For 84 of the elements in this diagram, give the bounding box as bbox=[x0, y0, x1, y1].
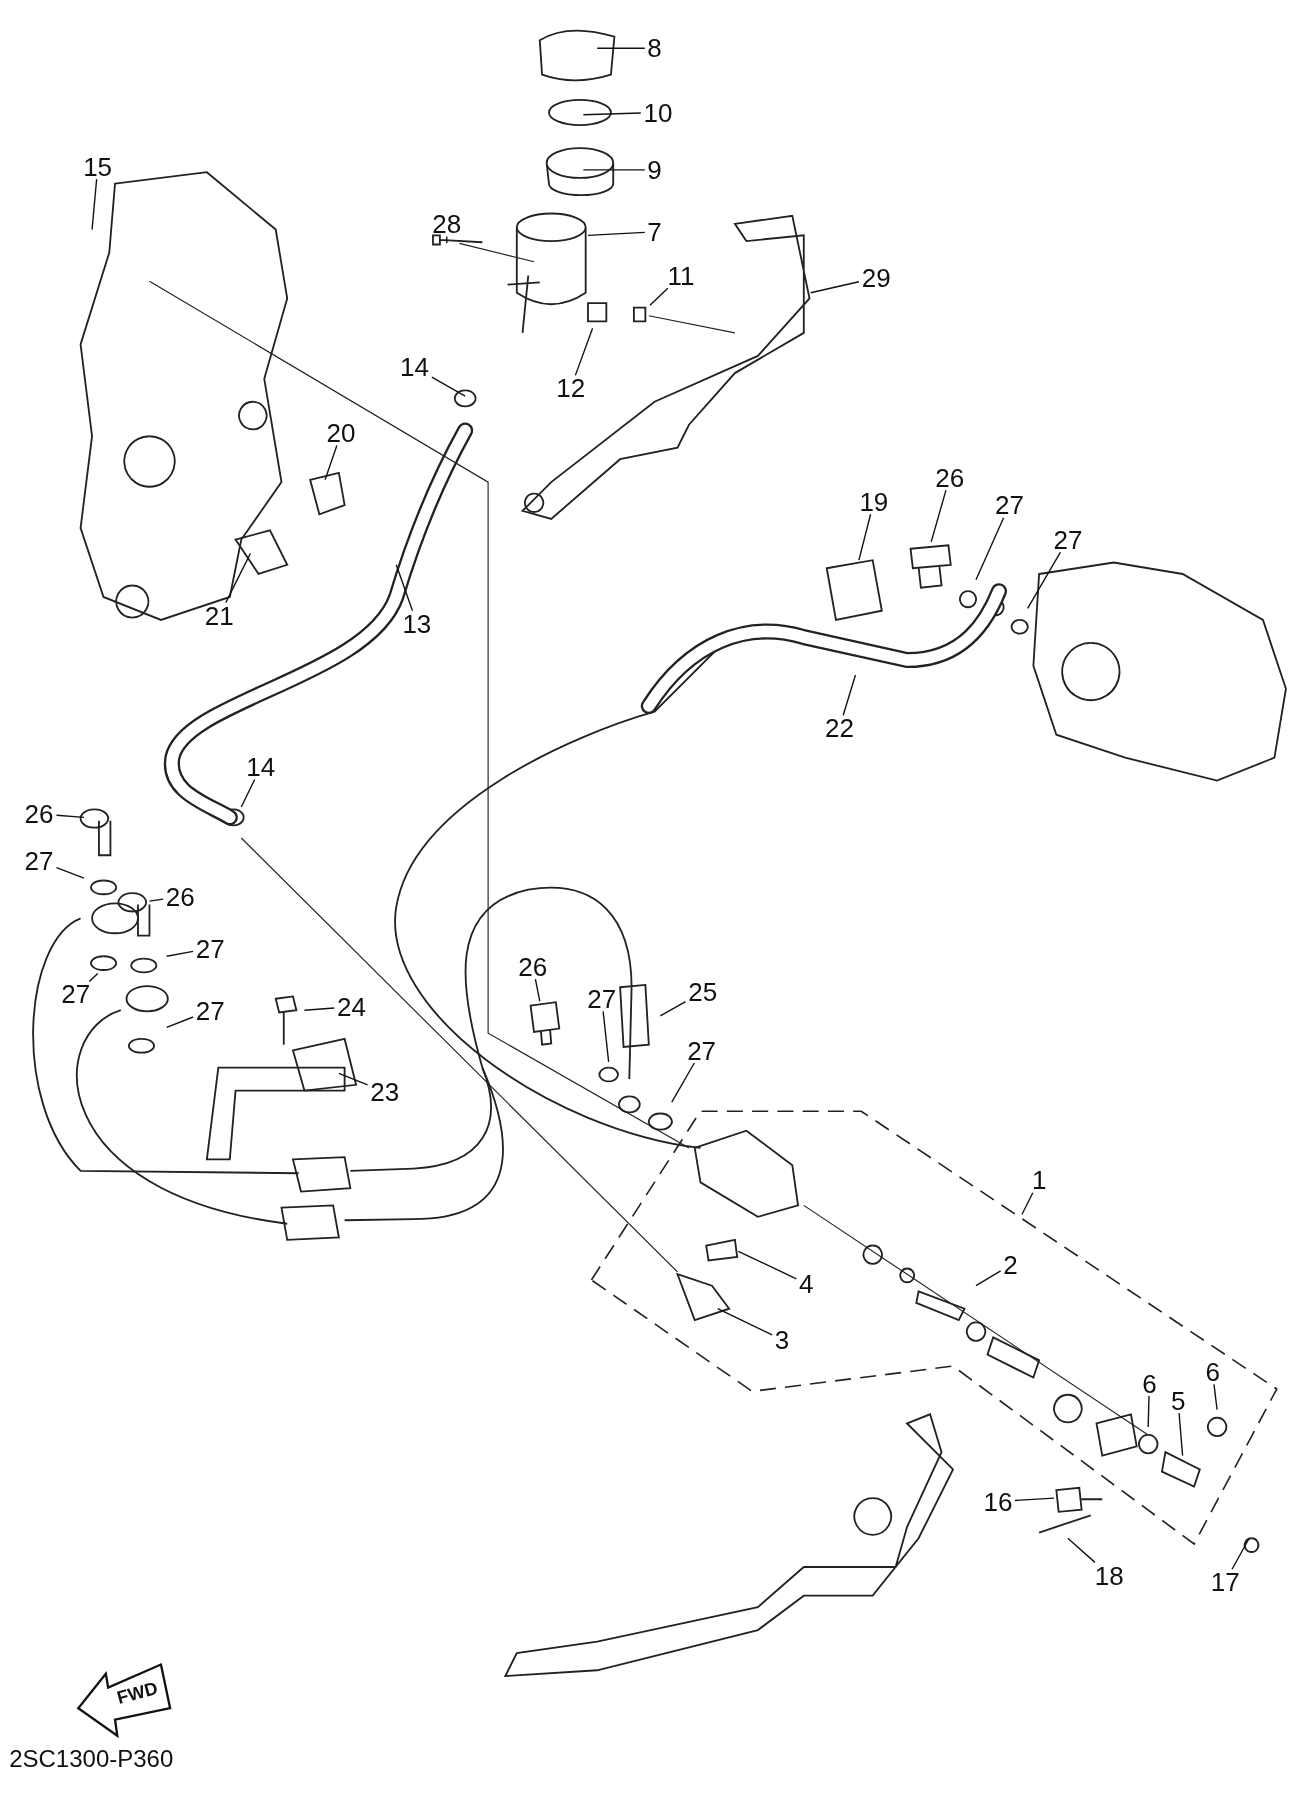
leader-line bbox=[975, 1270, 1002, 1287]
callout-number: 27 bbox=[59, 980, 93, 1009]
leader-line bbox=[1178, 1412, 1184, 1457]
callout-number: 18 bbox=[1092, 1561, 1126, 1590]
callout-number: 20 bbox=[324, 418, 358, 447]
callout-number: 14 bbox=[398, 353, 431, 382]
leader-line bbox=[649, 287, 669, 307]
leader-line bbox=[55, 814, 85, 819]
callout-number: 25 bbox=[686, 978, 720, 1007]
callout-number: 5 bbox=[1168, 1386, 1188, 1415]
callout-number: 9 bbox=[645, 155, 664, 184]
callout-number: 23 bbox=[368, 1078, 402, 1107]
callout-number: 6 bbox=[1203, 1358, 1222, 1387]
callout-number: 29 bbox=[859, 263, 893, 292]
callout-number: 28 bbox=[430, 209, 464, 238]
leader-line bbox=[91, 178, 98, 231]
callout-number: 26 bbox=[933, 463, 967, 492]
callout-number: 13 bbox=[400, 609, 434, 638]
callout-number: 21 bbox=[202, 601, 236, 630]
leader-line bbox=[659, 1000, 687, 1017]
callout-number: 14 bbox=[244, 753, 278, 782]
leader-line bbox=[88, 972, 99, 983]
leader-line bbox=[1147, 1395, 1150, 1428]
callout-number: 26 bbox=[163, 882, 197, 911]
callout-number: 27 bbox=[992, 491, 1026, 520]
leader-line bbox=[587, 231, 646, 236]
callout-number: 24 bbox=[334, 993, 368, 1022]
leader-line bbox=[534, 978, 541, 1002]
callout-number: 7 bbox=[645, 217, 664, 246]
leader-line bbox=[1021, 1192, 1034, 1216]
callout-number: 17 bbox=[1208, 1568, 1242, 1597]
leader-line bbox=[166, 950, 194, 957]
callout-number: 27 bbox=[1051, 525, 1085, 554]
leader-line bbox=[602, 1010, 610, 1063]
leader-line bbox=[842, 674, 857, 716]
leader-line bbox=[431, 376, 466, 397]
leader-line bbox=[717, 1308, 773, 1336]
callout-number: 19 bbox=[857, 487, 891, 516]
leader-line bbox=[737, 1250, 798, 1280]
callout-number: 22 bbox=[823, 714, 856, 743]
callout-number: 27 bbox=[585, 985, 619, 1014]
leader-line bbox=[166, 1016, 194, 1029]
callout-number: 11 bbox=[665, 261, 697, 290]
callout-number: 27 bbox=[22, 847, 56, 876]
leader-line bbox=[148, 898, 164, 902]
callout-number: 27 bbox=[193, 996, 227, 1025]
leader-line bbox=[930, 489, 947, 543]
callout-number: 3 bbox=[772, 1326, 792, 1355]
leader-line bbox=[338, 1072, 369, 1086]
leader-line bbox=[225, 552, 252, 604]
leader-line bbox=[1213, 1383, 1218, 1411]
leader-line bbox=[240, 778, 256, 808]
callout-number: 1 bbox=[1030, 1166, 1049, 1195]
leader-line bbox=[810, 281, 860, 294]
callout-number: 4 bbox=[796, 1269, 816, 1298]
leader-line bbox=[395, 564, 414, 612]
direction-label: FWD bbox=[115, 1678, 161, 1710]
callout-number: 10 bbox=[641, 98, 675, 127]
callout-number: 15 bbox=[81, 152, 115, 181]
leader-line bbox=[1231, 1537, 1250, 1570]
callout-number: 27 bbox=[193, 934, 227, 963]
callout-number: 12 bbox=[554, 374, 588, 403]
leader-line bbox=[671, 1062, 696, 1103]
leader-line bbox=[975, 517, 1005, 581]
leader-line bbox=[303, 1007, 335, 1011]
callout-number: 16 bbox=[981, 1488, 1015, 1517]
leader-line bbox=[582, 169, 646, 171]
callout-number: 26 bbox=[22, 800, 56, 829]
callout-number: 6 bbox=[1140, 1369, 1159, 1398]
leader-line bbox=[55, 866, 85, 879]
leader-line bbox=[324, 444, 338, 481]
leader-line bbox=[446, 235, 448, 245]
leader-line bbox=[574, 327, 594, 377]
figure-code: 2SC1300-P360 bbox=[9, 1745, 174, 1774]
leader-line bbox=[1067, 1537, 1096, 1564]
callout-number: 2 bbox=[1001, 1251, 1020, 1280]
callout-number: 8 bbox=[645, 34, 664, 63]
leader-line bbox=[582, 112, 642, 116]
callout-number: 27 bbox=[685, 1036, 719, 1065]
leader-line bbox=[1014, 1497, 1055, 1502]
leader-line bbox=[858, 513, 872, 561]
leader-line bbox=[1026, 551, 1062, 610]
leader-line bbox=[596, 47, 646, 49]
callout-number: 26 bbox=[516, 952, 550, 981]
